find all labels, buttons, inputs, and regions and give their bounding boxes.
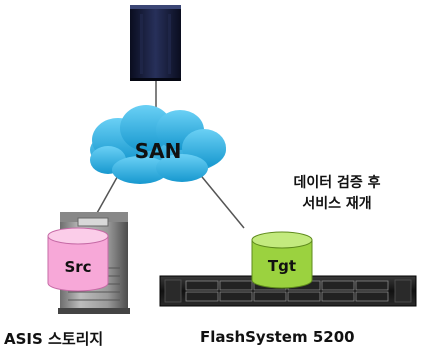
verification-note: 데이터 검증 후 서비스 재개 bbox=[262, 173, 412, 215]
target-caption: FlashSystem 5200 bbox=[200, 328, 355, 346]
server-icon bbox=[130, 5, 181, 81]
source-cylinder bbox=[47, 227, 109, 292]
san-to-target-line bbox=[197, 171, 245, 229]
source-caption: ASIS 스토리지 bbox=[4, 330, 104, 348]
note-line-1: 데이터 검증 후 bbox=[293, 175, 381, 191]
san-label: SAN bbox=[135, 139, 182, 163]
note-line-2: 서비스 재개 bbox=[302, 196, 372, 212]
target-cylinder-label: Tgt bbox=[268, 257, 296, 275]
source-cylinder-label: Src bbox=[64, 258, 91, 276]
target-cylinder bbox=[251, 231, 313, 289]
san-cloud-icon bbox=[90, 105, 226, 184]
